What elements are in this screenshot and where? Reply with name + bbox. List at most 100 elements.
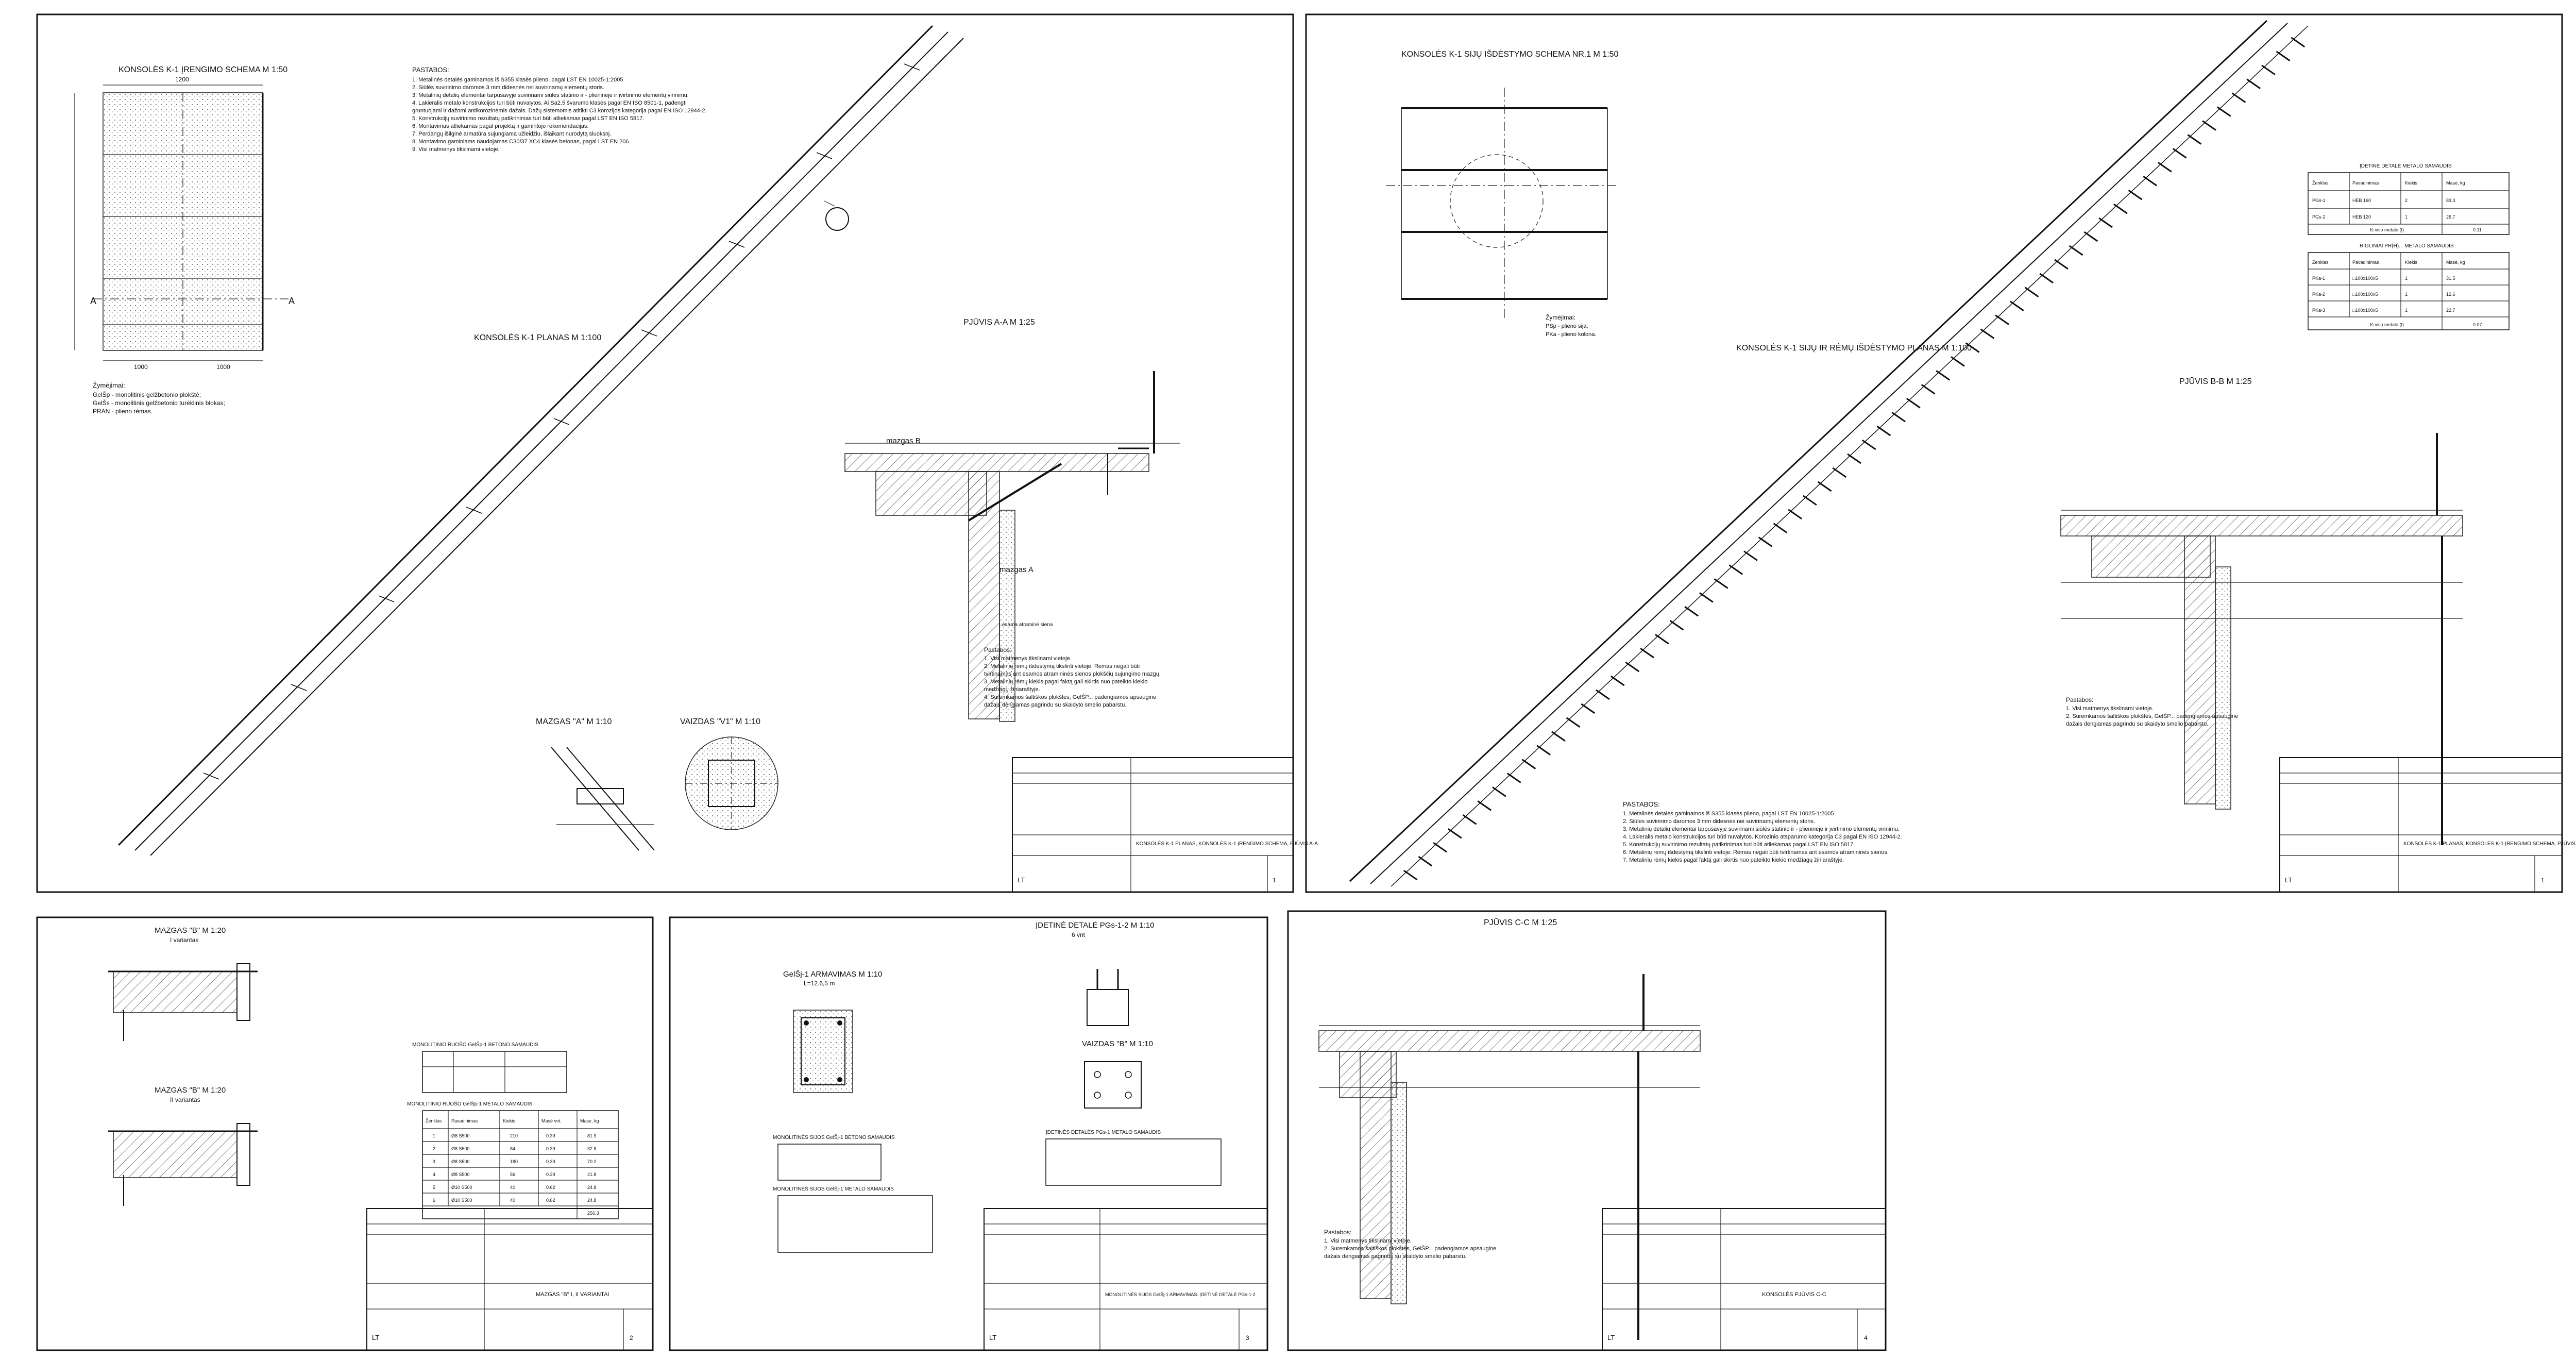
- sheet5-notes: Pastabos: 1. Visi matmenys tikslinami vi…: [1324, 1229, 1496, 1260]
- view-b: [1084, 1061, 1142, 1109]
- sheet1-note-8: 7. Perdangų išilginė armatūra sujungiama…: [412, 131, 611, 137]
- s3-r1-c2: Ø8 S500: [451, 1133, 470, 1138]
- sheet3-table2-title: MONOLITINIO RUOŠO GelŠp-1 METALO SAMAUDI…: [407, 1100, 533, 1107]
- frame-tick: [1403, 869, 1418, 881]
- frame-tick: [1610, 675, 1625, 686]
- frame-tick: [2069, 245, 2083, 256]
- frame-tick: [2261, 64, 2276, 76]
- sheet4-stamp-page: 3: [1246, 1334, 1249, 1341]
- sheet3-stamp-title: MAZGAS "B" I, II VARIANTAI: [536, 1291, 609, 1298]
- sheet5-stamp-stage: LT: [1607, 1334, 1615, 1341]
- frame-tick: [2024, 287, 2039, 298]
- frame-tick: [1861, 439, 1876, 450]
- s3-total: 256.3: [587, 1211, 599, 1216]
- s3-r3-c1: 3: [433, 1159, 435, 1164]
- frame-tick: [2083, 231, 2098, 242]
- t2-r1-c3: 1: [2405, 276, 2408, 281]
- sheet4-stamp-stage: LT: [989, 1334, 996, 1341]
- section-note-4: tvirtinamas ant esamos atramininės sieno…: [984, 671, 1161, 677]
- section-mazgas-a-label: mazgas A: [999, 565, 1033, 574]
- sheet1-legend-1: GelŠp - monolitinis gelžbetonio plokštė;: [93, 391, 201, 398]
- sheet-4: GelŠj-1 ARMAVIMAS M 1:10 L=12.6,5 m ĮDET…: [669, 916, 1268, 1351]
- section-note-8: dažais dengiamas pagrindu su skaidyto sm…: [984, 702, 1126, 708]
- layout-dim-top: 1200: [175, 76, 189, 83]
- frame-tick: [2187, 134, 2202, 145]
- frame-tick: [2231, 92, 2246, 103]
- sheet4-rebar-sub: L=12.6,5 m: [804, 980, 835, 987]
- t1-header-1: Ženklas: [2312, 180, 2329, 186]
- sheet1-note-3: 3. Metalinių detalių elementai tarpusavy…: [412, 92, 689, 98]
- node-b-variant-1: [108, 963, 258, 1041]
- t1-r2-c2: HEB 120: [2352, 214, 2371, 220]
- s3-r4-c1: 4: [433, 1172, 435, 1177]
- sheet5-stamp-title: KONSOLĖS PJŪVIS C-C: [1762, 1291, 1826, 1298]
- frame-tick: [1788, 509, 1803, 519]
- t2-r2-c4: 12.6: [2446, 292, 2455, 297]
- t2-total-label: Iš viso metalo (t): [2370, 322, 2404, 327]
- s3-r6-c2: Ø10 S500: [451, 1198, 472, 1203]
- sheet1-notes: PASTABOS: 1. Metalinės detalės gaminamos…: [412, 66, 707, 153]
- frame-tick: [1640, 647, 1654, 659]
- sheet3-concrete-table: [422, 1051, 567, 1093]
- s3-r2-c3: 84: [510, 1146, 515, 1151]
- sheet2-notes-title: PASTABOS:: [1623, 800, 1660, 808]
- sheet4-table2-title: MONOLITINĖS SIJOS GelŠj-1 METALO SAMAUDI…: [773, 1185, 894, 1192]
- layout-axis-a: A: [90, 296, 96, 306]
- frame-tick: [1995, 314, 2009, 325]
- sheet2-plan-title: KONSOLĖS K-1 SIJŲ IŠDĖSTYMO SCHEMA NR.1 …: [1401, 49, 1619, 59]
- frame-tick: [1832, 467, 1847, 478]
- frames-plan-diagonal: [1349, 20, 2309, 887]
- frame-tick: [1506, 773, 1521, 783]
- frame-tick: [1418, 855, 1433, 867]
- frame-tick: [1728, 564, 1743, 575]
- section-note-1: Pastabos:: [984, 646, 1011, 653]
- sheet4-table-3: [1045, 1138, 1222, 1186]
- t1-r1-c2: HEB 160: [2352, 198, 2371, 203]
- sheet4-rebar-title: GelŠj-1 ARMAVIMAS M 1:10: [783, 970, 882, 979]
- t2-r1-c4: 31.5: [2446, 276, 2455, 281]
- s3-r3-c3: 180: [510, 1159, 518, 1164]
- sheet2-legend-3: PKa - plieno kolona.: [1546, 331, 1596, 338]
- frame-tick: [1521, 759, 1536, 769]
- s3-r4-c2: Ø8 S500: [451, 1172, 470, 1177]
- t2-r2-c1: PKa-2: [2312, 292, 2325, 297]
- frame-tick: [2054, 259, 2069, 270]
- sheet1-note-10: 9. Visi matmenys tikslinami vietoje.: [412, 146, 500, 153]
- sheet2-table-1: [2308, 172, 2510, 235]
- sheet3-table1-title: MONOLITINIO RUOŠO GelŠp-1 BETONO SAMAUDI…: [412, 1041, 538, 1048]
- t2-total-value: 0.07: [2473, 322, 2482, 327]
- beam-layout: [1386, 88, 1618, 320]
- t1-total-value: 0.11: [2473, 227, 2482, 232]
- sheet5-note-1: Pastabos:: [1324, 1229, 1351, 1236]
- sheet5-note-3: 2. Suremkamos šaltiškos plokštės, GelŠP.…: [1324, 1245, 1496, 1252]
- s3-h2: Pavadinimas: [451, 1118, 478, 1123]
- sheet2-note-3: 3. Metalinių detalių elementai tarpusavy…: [1623, 826, 1900, 832]
- frame-tick: [2172, 148, 2187, 159]
- frame-tick: [1980, 328, 1995, 339]
- s3-h3: Kiekis: [503, 1118, 516, 1123]
- frame-tick: [1699, 592, 1714, 603]
- t1-r1-c1: PGs-1: [2312, 198, 2326, 203]
- sheet-2: KONSOLĖS K-1 SIJŲ IŠDĖSTYMO SCHEMA NR.1 …: [1305, 13, 2576, 893]
- sheet2-title-block: [2279, 757, 2563, 893]
- s3-r6-c3: 40: [510, 1198, 515, 1203]
- sheet1-legend-3: PRAN - plieno rėmas.: [93, 408, 152, 415]
- frame-tick: [1758, 536, 1773, 547]
- frame-tick: [1654, 633, 1669, 645]
- sheet3-stamp-page: 2: [630, 1334, 633, 1341]
- sheet5-title-block: [1602, 1208, 1886, 1351]
- layout-dim-bottom-left: 1000: [134, 363, 148, 371]
- t2-header-2: Pavadinimas: [2352, 260, 2379, 265]
- t1-r2-c1: PGs-2: [2312, 214, 2326, 220]
- sheet1-stamp-page: 1: [1273, 877, 1276, 884]
- sheet2-note-2: 2. Siūlės suvirinimo daromos 3 mm didesn…: [1623, 818, 1815, 825]
- sheet5-title: PJŪVIS C-C M 1:25: [1484, 918, 1557, 927]
- s3-r5-c2: Ø10 S500: [451, 1185, 472, 1190]
- sheet-5: PJŪVIS C-C M 1:25 Pastabos: 1. Visi matm…: [1287, 910, 1887, 1351]
- s3-h1: Ženklas: [426, 1118, 442, 1123]
- sheet1-note-7: 6. Montavimas atliekamas pagal projektą …: [412, 123, 588, 129]
- t1-header-2: Pavadinimas: [2352, 180, 2379, 186]
- sheet3-b2-sub: II variantas: [170, 1096, 200, 1103]
- console-plan-diagonal: [117, 25, 964, 856]
- section-a-a: [844, 371, 1180, 722]
